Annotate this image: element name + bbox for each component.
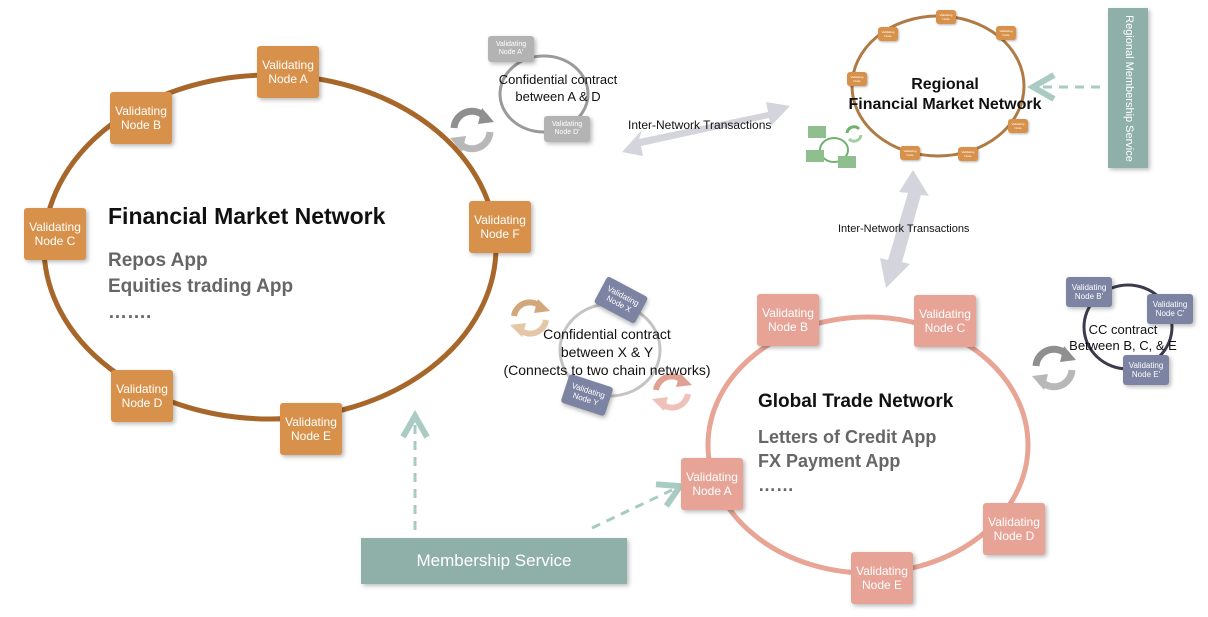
financial-app-more: ……. [108,302,152,323]
membership-service[interactable]: Membership Service [361,538,627,584]
confidential-ad-label-line2: between A & D [515,89,601,104]
cc-node-e-prime: Validating Node E' [1123,355,1169,385]
global-apps: Letters of Credit App FX Payment App …… [758,425,936,497]
global-node-e: Validating Node E [851,552,913,604]
regional-membership-label: Regional Membership Service [1122,14,1135,162]
inter-network-arrow-vertical [880,170,929,288]
global-app-letters: Letters of Credit App [758,427,937,447]
regional-membership-service[interactable]: Regional Membership Service [1108,8,1148,168]
regional-mini-node-2 [806,150,824,162]
financial-node-b: Validating Node B [110,92,172,144]
financial-node-a: Validating Node A [257,46,319,98]
financial-node-e: Validating Node E [280,403,342,455]
regional-node-5: Validating Node [900,146,920,160]
financial-network-title: Financial Market Network [108,203,386,229]
regional-title-line1: Regional [911,76,979,93]
regional-node-7: Validating Node [996,26,1016,40]
global-node-a: Validating Node A [681,458,743,510]
regional-node-2: Validating Node [878,27,898,41]
regional-title: Regional Financial Market Network [830,75,1060,115]
regional-mini-node-1 [808,126,826,138]
regional-node-4: Validating Node [1008,119,1028,133]
global-app-fx: FX Payment App [758,451,901,471]
sync-icon-regional [845,125,863,143]
financial-app-equities: Equities trading App [108,276,294,297]
regional-node-6: Validating Node [958,147,978,161]
membership-service-label: Membership Service [416,551,572,570]
global-node-c: Validating Node C [914,295,976,347]
cc-node-b-prime: Validating Node B' [1066,277,1112,307]
confidential-node-d-prime: Validating Node D' [544,116,590,142]
cc-contract-label-line1: CC contract [1088,322,1158,337]
cc-node-c-prime: Validating Node C' [1147,294,1193,324]
global-node-b: Validating Node B [757,294,819,346]
global-node-d: Validating Node D [983,503,1045,555]
regional-title-line2: Financial Market Network [848,96,1042,113]
sync-icon-xy-bottom [652,373,692,411]
confidential-ad-label: Confidential contract between A & D [488,71,628,105]
financial-node-d: Validating Node D [111,370,173,422]
membership-arrow-to-global [591,490,672,530]
regional-node-1: Validating Node [936,10,956,24]
confidential-node-a-prime: Validating Node A' [488,36,534,62]
financial-app-repos: Repos App [108,250,208,271]
confidential-xy-label-line2: between X & Y [560,344,654,360]
inter-network-arrow-horizontal [622,102,790,156]
global-network-title: Global Trade Network [758,391,954,412]
confidential-xy-label-line1: Confidential contract [543,326,671,342]
confidential-xy-label-line3: (Connects to two chain networks) [503,362,711,378]
sync-icon-financial [450,107,494,153]
global-app-more: …… [758,475,794,495]
confidential-ad-label-line1: Confidential contract [498,72,618,87]
cc-contract-label: CC contract Between B, C, & E [1058,322,1188,354]
financial-node-c: Validating Node C [24,208,86,260]
inter-network-label-2: Inter-Network Transactions [838,223,970,235]
sync-icon-xy-top [510,299,550,337]
inter-network-label-1: Inter-Network Transactions [628,118,772,132]
regional-node-3: Validating Node [847,72,867,86]
sync-icon-cc [1032,345,1076,391]
confidential-xy-label: Confidential contract between X & Y (Con… [478,325,736,379]
financial-apps: Repos App Equities trading App ……. [108,248,293,326]
cc-contract-label-line2: Between B, C, & E [1069,338,1177,353]
financial-node-f: Validating Node F [469,201,531,253]
regional-mini-node-3 [838,156,856,168]
